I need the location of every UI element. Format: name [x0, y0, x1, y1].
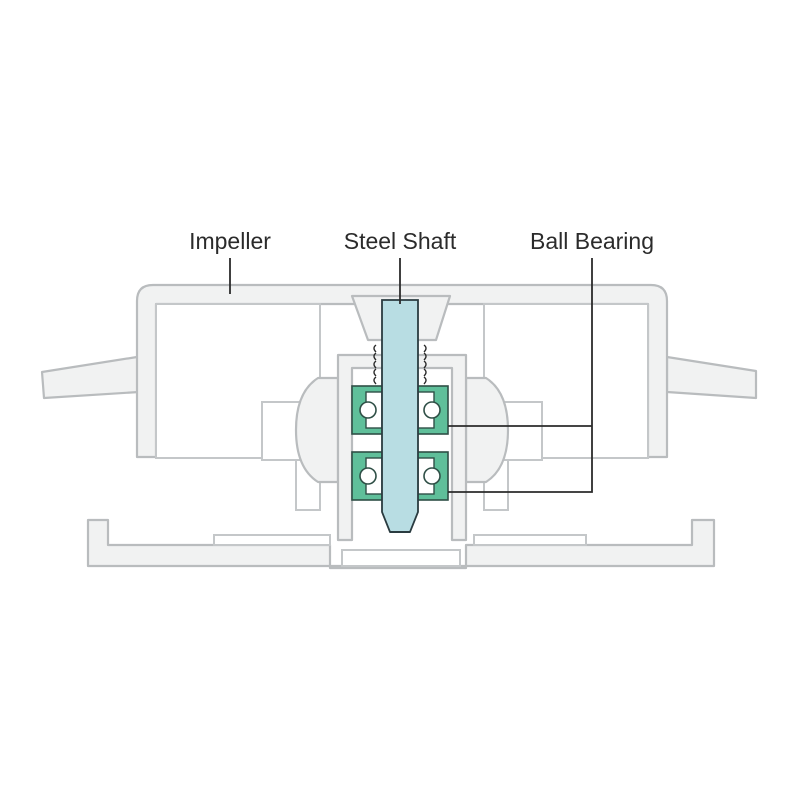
ball-bearing-label: Ball Bearing [530, 228, 654, 254]
base-frame [86, 518, 716, 570]
base-left-pad [213, 534, 331, 546]
preload-spring [373, 344, 427, 385]
right-fan-blade [665, 355, 758, 400]
steel-shaft [381, 299, 419, 533]
base-right-pad [473, 534, 587, 546]
impeller-inner-left [155, 303, 321, 511]
ball-bearing-leader [448, 258, 593, 493]
base-center-foot [341, 549, 461, 567]
right-stator-coil [464, 376, 510, 484]
impeller-label: Impeller [189, 228, 271, 254]
left-fan-blade [40, 355, 141, 400]
left-stator-coil [294, 376, 340, 484]
steel-shaft-label: Steel Shaft [344, 228, 457, 254]
bearing-sleeve [336, 353, 468, 542]
